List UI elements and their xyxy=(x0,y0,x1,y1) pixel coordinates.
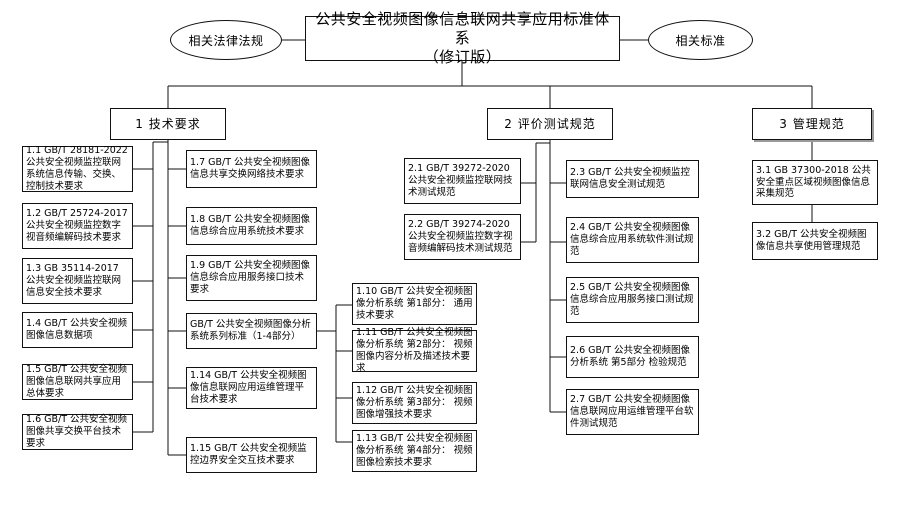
leaf-1-1[interactable]: 1.1 GB/T 28181-2022 公共安全视频监控联网系统信息传输、交换、… xyxy=(22,145,133,192)
leaf-3-1[interactable]: 3.1 GB 37300-2018 公共安全重点区域视频图像信息采集规范 xyxy=(752,160,878,205)
leaf-1-9[interactable]: 1.9 GB/T 公共安全视频图像信息综合应用服务接口技术要求 xyxy=(186,255,317,301)
category-label-tech: 1 技术要求 xyxy=(135,116,201,131)
category-label-eval: 2 评价测试规范 xyxy=(504,116,596,131)
leaf-1-12[interactable]: 1.12 GB/T 公共安全视频图像分析系统 第3部分： 视频图像增强技术要求 xyxy=(352,382,477,424)
title-box[interactable]: 公共安全视频图像信息联网共享应用标准体系 （修订版） xyxy=(305,10,620,66)
leaf-1-14[interactable]: 1.14 GB/T 公共安全视频图像信息联网应用运维管理平台技术要求 xyxy=(186,367,317,409)
category-box-manage[interactable]: 3 管理规范 xyxy=(752,108,872,140)
leaf-2-3[interactable]: 2.3 GB/T 公共安全视频监控联网信息安全测试规范 xyxy=(566,160,699,198)
related-standards-label: 相关标准 xyxy=(675,33,726,48)
leaf-1-11[interactable]: 1.11 GB/T 公共安全视频图像分析系统 第2部分： 视频图像内容分析及描述… xyxy=(352,327,477,374)
related-laws-label: 相关法律法规 xyxy=(188,33,264,48)
leaf-1-3[interactable]: 1.3 GB 35114-2017 公共安全视频监控联网信息安全技术要求 xyxy=(22,258,133,304)
leaf-2-6[interactable]: 2.6 GB/T 公共安全视频图像分析系统 第5部分 检验规范 xyxy=(566,336,699,378)
leaf-1-5[interactable]: 1.5 GB/T 公共安全视频图像信息联网共享应用总体要求 xyxy=(22,364,133,400)
leaf-series-1-4[interactable]: GB/T 公共安全视频图像分析系统系列标准（1-4部分） xyxy=(186,313,317,349)
leaf-2-7[interactable]: 2.7 GB/T 公共安全视频图像信息联网应用运维管理平台软件测试规范 xyxy=(566,389,699,435)
leaf-1-13[interactable]: 1.13 GB/T 公共安全视频图像分析系统 第4部分： 视频图像检索技术要求 xyxy=(352,430,477,472)
category-box-tech[interactable]: 1 技术要求 xyxy=(110,108,226,140)
leaf-1-10[interactable]: 1.10 GB/T 公共安全视频图像分析系统 第1部分： 通用技术要求 xyxy=(352,283,477,325)
leaf-2-4[interactable]: 2.4 GB/T 公共安全视频图像信息综合应用系统软件测试规范 xyxy=(566,217,699,263)
leaf-3-2[interactable]: 3.2 GB/T 公共安全视频图像信息共享使用管理规范 xyxy=(752,222,878,260)
category-label-manage: 3 管理规范 xyxy=(779,116,845,131)
related-standards-ellipse[interactable]: 相关标准 xyxy=(648,20,753,60)
category-box-eval[interactable]: 2 评价测试规范 xyxy=(487,108,613,140)
title-line-2: （修订版） xyxy=(423,47,502,66)
title-line-1: 公共安全视频图像信息联网共享应用标准体系 xyxy=(315,10,610,48)
leaf-1-15[interactable]: 1.15 GB/T 公共安全视频监控边界安全交互技术要求 xyxy=(186,437,317,473)
leaf-1-4[interactable]: 1.4 GB/T 公共安全视频图像信息数据项 xyxy=(22,312,133,348)
leaf-2-2[interactable]: 2.2 GB/T 39274-2020 公共安全视频监控数字视音频编解码技术测试… xyxy=(404,214,521,260)
leaf-1-6[interactable]: 1.6 GB/T 公共安全视频图像共享交换平台技术要求 xyxy=(22,414,133,450)
leaf-2-5[interactable]: 2.5 GB/T 公共安全视频图像信息综合应用服务接口测试规范 xyxy=(566,277,699,323)
leaf-1-2[interactable]: 1.2 GB/T 25724-2017 公共安全视频监控数字视音频编解码技术要求 xyxy=(22,203,133,249)
related-laws-ellipse[interactable]: 相关法律法规 xyxy=(170,20,282,60)
leaf-1-8[interactable]: 1.8 GB/T 公共安全视频图像信息综合应用系统技术要求 xyxy=(186,207,317,245)
leaf-1-7[interactable]: 1.7 GB/T 公共安全视频图像信息共享交换网络技术要求 xyxy=(186,150,317,188)
leaf-2-1[interactable]: 2.1 GB/T 39272-2020 公共安全视频监控联网技术测试规范 xyxy=(404,158,521,204)
